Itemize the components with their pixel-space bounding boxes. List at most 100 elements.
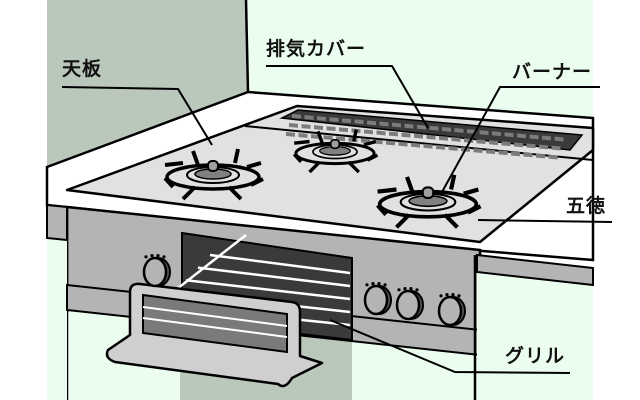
vent-slot [529,134,539,140]
vent-slot [536,153,545,159]
vent-slot [539,144,548,150]
vent-slot [479,130,489,135]
trivet-arm [363,139,377,147]
knob-dot [150,254,154,258]
knob-dot [445,293,449,297]
leader-burner [441,86,600,193]
vent-slot [489,140,498,146]
knob-dot [162,255,166,259]
vent-slot [526,143,536,149]
knob-dot [383,283,387,287]
vent-slot [517,133,526,139]
wall-corner-line [244,0,250,93]
vent-slot [429,125,439,131]
knob-dot [415,288,419,292]
vent-slot [354,119,364,125]
vent-slot [504,132,514,138]
vent-slot [339,127,348,133]
trivet-arm [463,187,479,196]
vent-slot [554,136,564,142]
burner-cap [207,160,219,172]
label-burner: バーナー [512,61,593,83]
trivet-arm [449,174,457,190]
vent-slot [436,144,445,150]
knob-dot [365,283,369,287]
vent-slot [476,139,486,144]
cabinet-right-band [476,253,594,287]
burners [163,129,482,229]
vent-slot [404,123,414,129]
rack-bar [185,278,351,301]
label-top-plate: 天板 [62,58,103,80]
vent-slot [454,128,464,133]
vent-slot [364,129,373,135]
knob-dot [457,294,461,298]
wall-left [47,0,248,167]
vent-slot [398,141,408,147]
trivet-arm [377,187,397,194]
vent-slot [411,142,420,148]
vent-slot [386,140,395,146]
knob-dot [403,287,407,291]
vent-slot [317,116,326,121]
vent-slot [289,123,298,128]
knob [437,293,466,327]
vent-slot [342,118,351,124]
vent-slot [501,141,511,147]
vent-slot [548,154,558,160]
trivet-arm [405,176,415,193]
vent-slot [392,122,401,128]
vent-slot [451,137,461,142]
vent-slot [514,142,523,148]
leader-gotoku [477,219,613,223]
vent-slot [401,132,411,138]
vent-slot [323,135,333,141]
trivet-arm [164,161,184,167]
vent-slot [473,148,483,153]
vent-slot [542,135,551,141]
top-plate [65,104,595,244]
cabinet-right [477,270,593,400]
trivet-arm [294,139,310,145]
knob-dot [397,288,401,292]
vent-slot [314,125,323,130]
vent-slot [426,134,436,140]
vent-slot [498,150,508,156]
burner-cap [421,186,435,199]
grill-door-bar-2 [142,317,288,338]
trivet-arm [316,130,324,144]
vent-slot [286,132,295,137]
knob [363,282,392,316]
vent-slot [329,117,339,123]
knob-dot [439,294,443,298]
vent-slot [379,121,389,127]
trivet-arm [352,129,358,142]
vent-slot [439,135,448,141]
vent-slot [423,143,433,149]
label-grill: グリル [505,345,566,367]
knob-dot [144,255,148,259]
cabinet-left [47,238,67,400]
vent-slot [376,130,386,136]
wall-right [246,0,593,118]
cabinet-left-band [46,203,68,242]
trivet-arm [246,161,262,169]
label-exhaust-cover: 排気カバー [266,38,367,60]
knob [142,254,171,288]
knob-dot [371,282,375,286]
vent-slot [511,151,520,157]
vent-slot [442,126,451,132]
label-trivet: 五徳 [566,195,607,217]
vent-slot [389,131,398,137]
burner-cap [329,138,341,150]
vent-slot [414,133,423,139]
leader-lines [61,65,613,374]
top-plate-divider [244,125,594,161]
vent-slot [292,113,301,119]
vent-slot [301,124,311,129]
grill-door-bar-1 [142,306,288,327]
trivet-arm [233,148,240,164]
vent-slot [448,146,458,151]
control-knobs [142,254,466,327]
